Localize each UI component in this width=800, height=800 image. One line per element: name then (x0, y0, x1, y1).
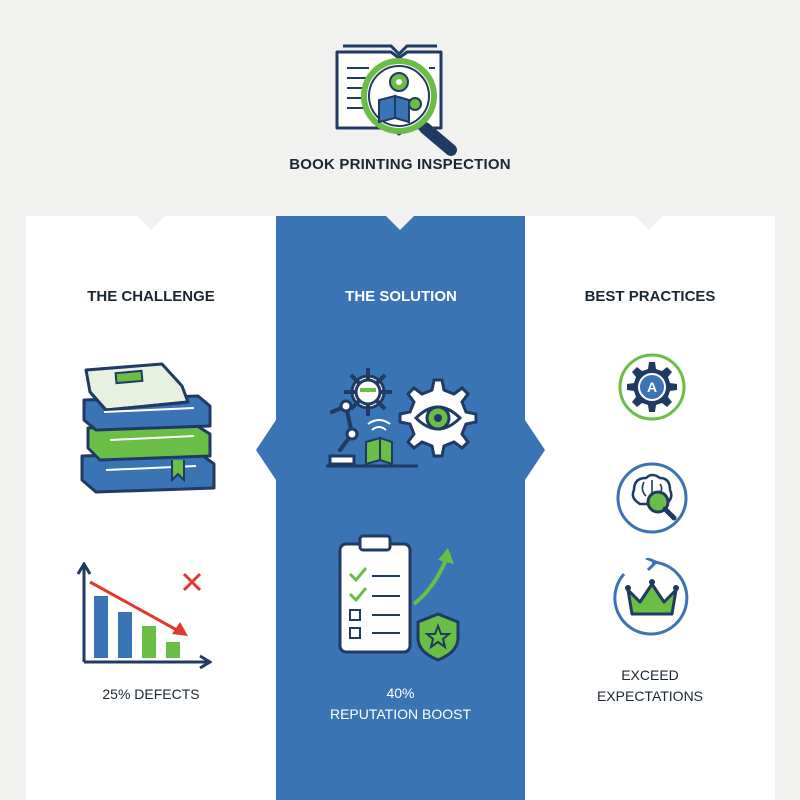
boost-label: REPUTATION BOOST (329, 706, 472, 722)
svg-text:A: A (647, 379, 657, 395)
exceed-caption: EXCEED EXPECTATIONS (525, 665, 775, 707)
panel-notch (386, 216, 414, 230)
robot-arm-gears-eye-icon (326, 368, 478, 468)
panel-notch (635, 216, 663, 230)
gear-a-icon: A (618, 353, 686, 421)
solution-title: THE SOLUTION (345, 288, 457, 305)
challenge-panel (26, 216, 276, 800)
boost-percent: 40% (386, 685, 415, 701)
crown-cycle-icon (613, 558, 689, 636)
book-stack-icon (80, 362, 216, 494)
right-pointer-arrow (525, 420, 545, 480)
practices-title: BEST PRACTICES (584, 288, 716, 305)
brain-magnifier-icon (616, 462, 688, 534)
declining-bar-chart-icon (76, 562, 212, 670)
defects-caption: 25% DEFECTS (102, 686, 200, 702)
boost-caption: 40% REPUTATION BOOST (276, 683, 525, 725)
left-pointer-arrow (256, 420, 276, 480)
challenge-title: THE CHALLENGE (87, 288, 215, 305)
book-magnifier-gear-icon (335, 44, 457, 156)
panel-notch (137, 216, 165, 230)
page-title: BOOK PRINTING INSPECTION (289, 156, 511, 173)
checklist-shield-icon (338, 534, 460, 662)
solution-panel (276, 216, 525, 800)
exceed-line1: EXCEED (621, 667, 679, 683)
exceed-line2: EXPECTATIONS (596, 688, 704, 704)
